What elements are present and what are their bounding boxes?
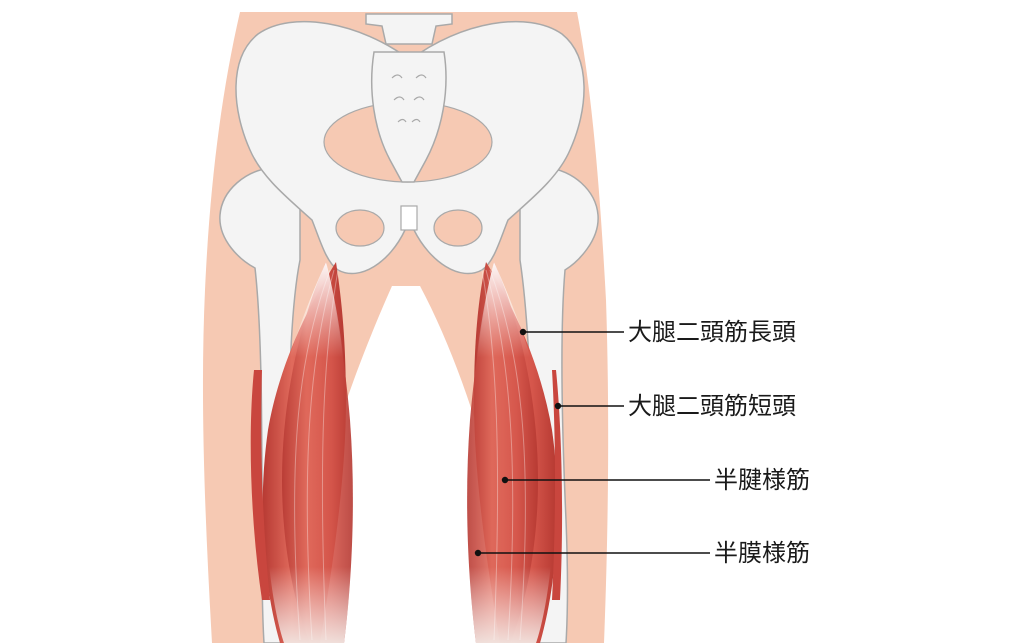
leader-dots — [474, 328, 562, 557]
right-hamstrings — [467, 262, 563, 643]
pubic-symphysis — [400, 205, 418, 231]
label-biceps-femoris-long-head: 大腿二頭筋長頭 — [628, 318, 796, 346]
lumbar-vertebra — [365, 13, 453, 45]
right-obturator-foramen — [433, 209, 483, 247]
leader-lines — [478, 331, 710, 554]
label-semimembranosus: 半膜様筋 — [714, 539, 810, 567]
label-semitendinosus: 半腱様筋 — [714, 466, 810, 494]
muscle-fibers — [294, 269, 526, 641]
sacral-foramina — [391, 74, 427, 123]
left-hamstrings — [250, 262, 353, 643]
left-obturator-foramen — [335, 209, 385, 247]
leg-gap — [336, 286, 478, 643]
label-biceps-femoris-short-head: 大腿二頭筋短頭 — [628, 392, 796, 420]
sacrum — [370, 51, 447, 183]
